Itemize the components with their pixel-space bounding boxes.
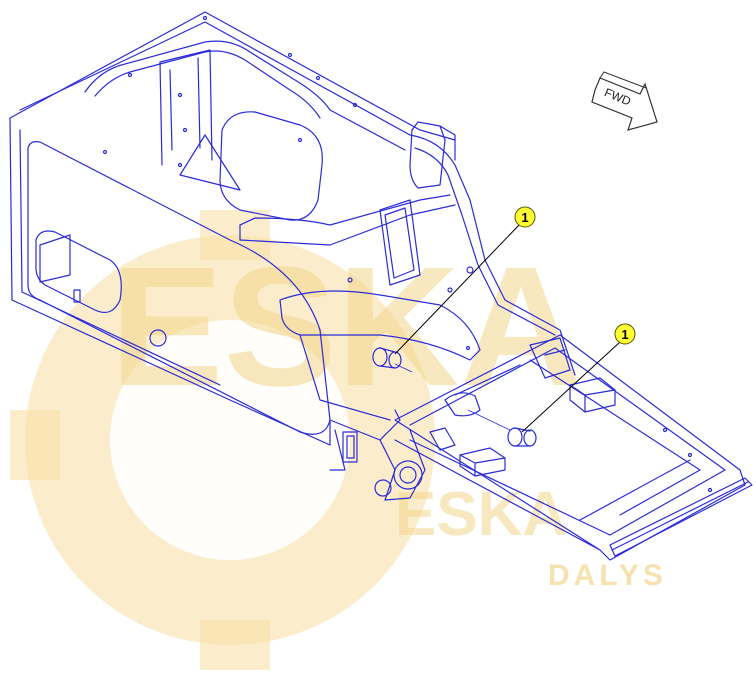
callout-badge [614, 323, 636, 345]
watermark-brand-small: ESKA [395, 480, 567, 549]
callout-1-top: 1 [394, 206, 536, 355]
watermark-brand-text: ESKA [110, 232, 582, 422]
forward-arrow-icon [591, 77, 658, 131]
fwd-direction-arrow: FWD [591, 71, 658, 131]
callout-number: 1 [521, 210, 528, 225]
callout-leader [394, 223, 521, 355]
frame-holes [102, 15, 713, 493]
watermark: ESKA ESKA DALYS [10, 210, 667, 670]
frame-drawing [9, 11, 753, 561]
callout-badge [514, 206, 536, 228]
callout-number: 1 [621, 327, 628, 342]
callout-leader [521, 341, 621, 433]
callout-1-bottom: 1 [521, 323, 636, 433]
watermark-sub-text: DALYS [548, 559, 667, 592]
